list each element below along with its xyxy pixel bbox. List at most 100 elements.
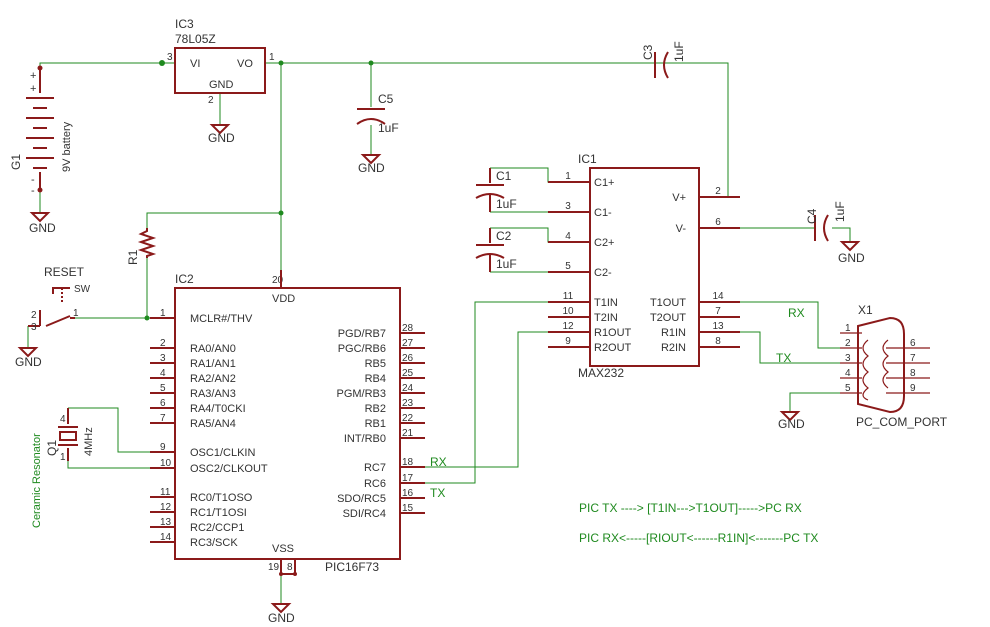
note-line2: PIC RX<-----[RIOUT<------R1IN]<-------PC… <box>579 531 818 545</box>
junction-c5 <box>368 60 374 66</box>
junction-r1 <box>278 210 284 216</box>
ic2-vss-dot <box>293 572 297 576</box>
ic2-pin-number: 14 <box>160 532 172 543</box>
reset-pin2: 2 <box>31 310 37 321</box>
gnd-label: GND <box>358 161 385 175</box>
ic2-pin-name: INT/RB0 <box>344 433 386 445</box>
q1-ref: Q1 <box>45 440 59 456</box>
capacitor-c4: C4 1uF <box>805 201 847 242</box>
c2-value: 1uF <box>496 257 517 271</box>
gnd-symbol: GND <box>29 212 56 235</box>
net-tx-pic: TX <box>430 486 445 500</box>
x1-pin-number: 8 <box>910 368 916 379</box>
r1-zigzag <box>137 228 157 258</box>
ic1-pin-name: C1+ <box>594 177 615 189</box>
reset-actuator <box>52 287 70 294</box>
ic1-pin-number: 11 <box>563 291 574 302</box>
ic2-vss-dot <box>279 572 283 576</box>
gnd-triangle <box>209 124 231 135</box>
wire-db9-gnd <box>789 392 845 412</box>
ic1-pin-name: R2IN <box>661 342 686 354</box>
ic1-pin-name: R2OUT <box>594 342 632 354</box>
wire-osc1 <box>68 407 175 453</box>
gnd-label: GND <box>838 251 865 265</box>
ic2-vdd-label: VDD <box>272 293 295 305</box>
gnd-symbol: GND <box>778 411 805 431</box>
gnd-triangle <box>839 241 861 252</box>
ic1-pin-name: C2- <box>594 267 612 279</box>
ic2-pin-number: 3 <box>160 353 166 364</box>
wire-osc2 <box>67 461 175 469</box>
x1-pin-number: 3 <box>845 353 851 364</box>
q1-pin4: 4 <box>60 414 66 425</box>
ic2-pin-number: 12 <box>160 502 172 513</box>
junctions <box>144 60 374 321</box>
c4-value: 1uF <box>833 201 847 222</box>
net-rx-pic: RX <box>430 455 447 469</box>
x1-shell <box>857 316 905 414</box>
ic3-ref: IC3 <box>175 17 194 31</box>
ic2-pin-number: 18 <box>402 457 414 468</box>
ic3-pin1-num: 1 <box>269 52 275 63</box>
ic3-pin3-num: 3 <box>167 52 173 63</box>
ic2-pin-name: MCLR#/THV <box>190 313 253 325</box>
ic2-pin-name: RC1/T1OSI <box>190 507 247 519</box>
gnd-symbol: GND <box>268 603 295 625</box>
c5-ref: C5 <box>378 92 394 106</box>
ic2-pin-number: 13 <box>160 517 172 528</box>
capacitor-c1: C1 1uF <box>475 168 517 212</box>
notes: PIC TX ----> [T1IN--->T1OUT]----->PC RX … <box>579 501 818 545</box>
ic2-pin-number: 22 <box>402 413 414 424</box>
ic2-pin-number: 1 <box>160 308 166 319</box>
net-labels: RX TX RX TX <box>430 306 805 500</box>
ic1-pin-number: 1 <box>565 171 571 182</box>
x1-pin-number: 6 <box>910 338 916 349</box>
ic1-pin-number: 10 <box>562 306 574 317</box>
wire-r1-top <box>146 212 281 228</box>
battery-value: 9V battery <box>61 121 73 172</box>
ic2-vss-num: 19 <box>268 562 280 573</box>
resonator-q1: 4 1 Q1 4MHz Ceramic Resonator <box>31 408 95 528</box>
reset-pin3: 3 <box>31 322 37 333</box>
x1-value: PC_COM_PORT <box>856 415 948 429</box>
ic3-regulator: IC3 78L05Z VI VO GND 3 1 2 <box>167 17 275 106</box>
ic3-pin-vi: VI <box>190 58 200 70</box>
ic3-value: 78L05Z <box>175 32 216 46</box>
ic2-pin-name: RB2 <box>365 403 386 415</box>
ic1-pin-number: 2 <box>715 186 721 197</box>
ic2-pin-number: 15 <box>402 503 414 514</box>
ic1-pin-name: C1- <box>594 207 612 219</box>
ic1-pin-name: T1OUT <box>650 297 686 309</box>
c3-curved-plate <box>663 51 669 79</box>
ic2-pin-name: RC2/CCP1 <box>190 522 244 534</box>
note-line1: PIC TX ----> [T1IN--->T1OUT]----->PC RX <box>579 501 802 515</box>
battery-plus-top: + <box>30 70 36 82</box>
battery-ref: G1 <box>9 154 23 170</box>
ic2-pin-number: 17 <box>402 473 414 484</box>
c2-ref: C2 <box>496 229 512 243</box>
ic2-vdd-num: 20 <box>272 275 284 286</box>
ic2-pin-number: 5 <box>160 383 166 394</box>
x1-pin-number: 9 <box>910 383 916 394</box>
gnd-symbol: GND <box>208 124 235 145</box>
x1-ref: X1 <box>858 303 873 317</box>
gnd-label: GND <box>208 131 235 145</box>
ic1-pin-name: V+ <box>672 192 686 204</box>
battery-minus-bot: - <box>31 185 35 197</box>
ic1-pin-number: 8 <box>715 336 721 347</box>
battery-minus-low: - <box>31 174 35 186</box>
gnd-symbol: GND <box>15 347 42 369</box>
gnd-triangle <box>779 411 801 422</box>
x1-pin-number: 5 <box>845 383 851 394</box>
gnd-symbol: GND <box>838 241 865 265</box>
ic1-pin-number: 14 <box>712 291 724 302</box>
gnd-triangle <box>360 154 382 165</box>
wire-t1out <box>699 301 845 349</box>
ic2-pin-name: RA4/T0CKI <box>190 403 246 415</box>
ic1-pin-number: 13 <box>712 321 724 332</box>
ic1-pin-name: R1OUT <box>594 327 632 339</box>
ic2-pin-number: 24 <box>402 383 414 394</box>
q1-pin1: 1 <box>60 452 66 463</box>
capacitor-c3: C3 1uF <box>641 41 686 79</box>
